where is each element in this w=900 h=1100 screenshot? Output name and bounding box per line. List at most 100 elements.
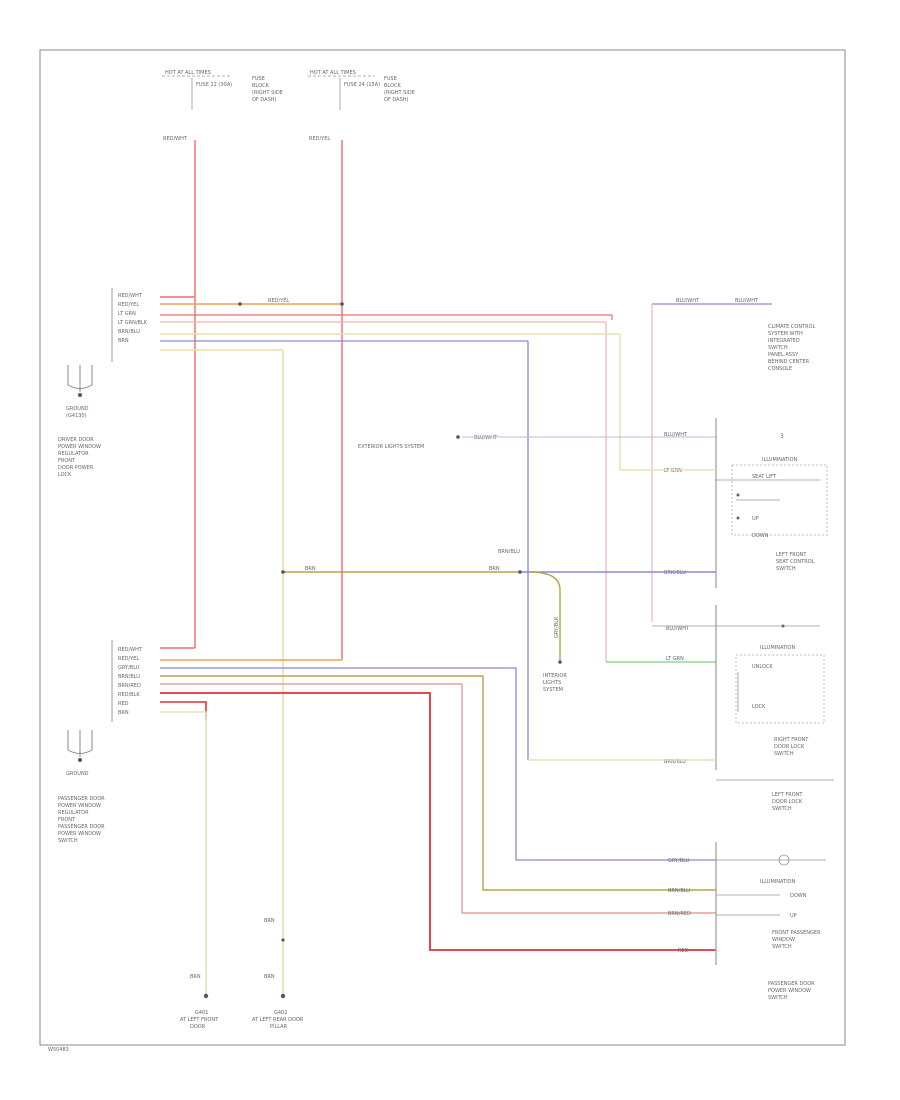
driver-ground: GROUND (G4130) (66, 365, 93, 419)
top-right-note-2: INTEGRATED (768, 338, 800, 344)
pass-desc-0: PASSENGER DOOR (58, 796, 105, 802)
lf-lock-group-2: SWITCH (772, 806, 792, 812)
pass-win-wire-3: RED (678, 948, 689, 954)
ground-g2: BRN BRN G402 AT LEFT REAR DOOR PILLAR (252, 918, 304, 1030)
mirror-wire-1: LT GRN (664, 468, 682, 474)
mirror-wire-0: BLU/WHT (664, 432, 688, 438)
top-right-note-3: SWITCH (768, 345, 788, 351)
wire-pass-blue (160, 667, 716, 861)
g2-wire: BRN (264, 974, 275, 980)
mirror-contact-1: UP (752, 516, 759, 522)
driver-desc-4: DOOR POWER (58, 465, 94, 471)
passenger-switch-desc: PASSENGER DOOR POWER WINDOW REGULATOR FR… (58, 796, 105, 844)
interior-wire: GRY/BLK (554, 616, 560, 638)
pass-win-wire-2: BRN/RED (668, 911, 691, 917)
pass-pin-2: GRY/BLU (118, 665, 140, 671)
splice-top-label: RED/YEL (268, 298, 289, 304)
pass-win-group-2: SWITCH (768, 995, 788, 1001)
top-right-note-0: CLIMATE CONTROL (768, 324, 816, 330)
g1-label-1: AT LEFT FRONT (180, 1017, 219, 1023)
pass-pin-0: RED/WHT (118, 647, 143, 653)
lf-lock-group-1: DOOR LOCK (772, 799, 803, 805)
g2-label-1: AT LEFT REAR DOOR (252, 1017, 304, 1023)
pass-desc-2: REGULATOR (58, 810, 89, 816)
g2-label-2: PILLAR (270, 1024, 288, 1030)
wire-pass-brn (160, 711, 207, 995)
pass-win-title-1: WINDOW (772, 937, 795, 943)
fuse-box-right-title: HOT AT ALL TIMES (310, 70, 356, 76)
fuse-note-l-0: FUSE (252, 76, 265, 82)
g1-label-0: G401 (195, 1010, 208, 1016)
pass-desc-3: FRONT (58, 817, 76, 823)
lf-lock-contact-1: LOCK (752, 704, 766, 710)
wire-pass-red (160, 701, 207, 720)
pass-desc-1: POWER WINDOW (58, 803, 101, 809)
pass-win-contact-1: UP (790, 913, 797, 919)
top-right-note-4: PANEL ASSY (768, 352, 799, 358)
lf-lock-illum: ILLUMINATION (760, 645, 795, 651)
driver-ground-sub: (G4130) (66, 413, 87, 419)
driver-pin-4: BRN/BLU (118, 329, 140, 335)
pass-pin-4: BRN/RED (118, 683, 141, 689)
lf-lock-group-0: LEFT FRONT (772, 792, 803, 798)
lf-lock-title-1: DOOR LOCK (774, 744, 805, 750)
pass-win-wire-1: BRN/BLU (668, 888, 690, 894)
fuse-box-right-wire: RED/YEL (309, 136, 330, 142)
illum-controller: EXTERIOR LIGHTS SYSTEM BLU/WHT (358, 435, 716, 450)
pass-desc-4: PASSENGER DOOR (58, 824, 105, 830)
lf-lock-title-2: SWITCH (774, 751, 794, 757)
fuse-note-l-1: BLOCK (252, 83, 269, 89)
wire-pass-brn-red (160, 683, 716, 914)
mirror-wire-2: BRN/BLU (664, 570, 686, 576)
mirror-title-2: SWITCH (776, 566, 796, 572)
pass-desc-5: POWER WINDOW (58, 831, 101, 837)
pass-pin-7: BRN (118, 710, 129, 716)
pass-win-group-1: POWER WINDOW (768, 988, 811, 994)
mirror-contact-0: SEAT LIFT (752, 474, 777, 480)
interior-label-2: SYSTEM (543, 687, 563, 693)
driver-pin-5: BRN (118, 338, 129, 344)
pass-pin-6: RED (118, 701, 129, 707)
lf-lock-switch: BLU/WHT ILLUMINATION UNLOCK LOCK RIGHT F… (652, 605, 834, 812)
pass-win-title-2: SWITCH (772, 944, 792, 950)
top-right-wire-right: BLU/WHT (735, 298, 759, 304)
wire-brn-label-2: BRN (489, 566, 500, 572)
pass-ground-label: GROUND (66, 771, 89, 777)
driver-pin-1: RED/YEL (118, 302, 139, 308)
lf-lock-wire-0: BLU/WHT (666, 626, 690, 632)
pass-win-group-0: PASSENGER DOOR (768, 981, 815, 987)
interior-lights: GRY/BLK INTERIOR LIGHTS SYSTEM (529, 571, 567, 693)
driver-pin-2: LT GRN (118, 311, 136, 317)
driver-pin-3: LT GRN/BLK (118, 320, 148, 326)
fuse-note-l-3: OF DASH) (252, 97, 277, 103)
pass-win-contact-0: DOWN (790, 893, 807, 899)
top-right-note-1: SYSTEM WITH (768, 331, 803, 337)
wire-green-label: LT GRN (666, 656, 684, 662)
footer-code: W50483 (48, 1047, 69, 1053)
passenger-ground: GROUND (66, 730, 93, 777)
lf-lock-wire-2: BRN/BLU (664, 759, 686, 765)
diagram-frame (39, 49, 846, 1046)
wire-brn-label: BRN (305, 566, 316, 572)
pass-win-illum: ILLUMINATION (760, 879, 795, 885)
lf-lock-contact-0: UNLOCK (752, 664, 773, 670)
fuse-note-r-0: FUSE (384, 76, 397, 82)
driver-desc-1: POWER WINDOW (58, 444, 101, 450)
fuse-box-right: HOT AT ALL TIMES FUSE 24 (15A) FUSE BLOC… (308, 70, 415, 142)
wire-brn-blu-label: BRN/BLU (498, 549, 520, 555)
pass-win-wire-0: GRY/BLU (668, 858, 690, 864)
fuse-box-left-title: HOT AT ALL TIMES (165, 70, 211, 76)
top-right-wire-left: BLU/WHT (676, 298, 700, 304)
interior-label-1: LIGHTS (543, 680, 561, 686)
ground-g1: BRN G401 AT LEFT FRONT DOOR (180, 974, 219, 1030)
driver-desc-2: REGULATOR (58, 451, 89, 457)
passenger-switch-connector: RED/WHT RED/YEL GRY/BLU BRN/BLU BRN/RED … (111, 640, 143, 722)
driver-desc-3: FRONT (58, 458, 76, 464)
pass-win-title-0: FRONT PASSENGER (772, 930, 821, 936)
g1-label-2: DOOR (190, 1024, 206, 1030)
mirror-contact-2: DOWN (752, 533, 769, 539)
g2-label-0: G402 (274, 1010, 287, 1016)
mirror-title-0: LEFT FRONT (776, 552, 807, 558)
mirror-switch-num: 3 (780, 433, 784, 440)
g1-wire: BRN (190, 974, 201, 980)
